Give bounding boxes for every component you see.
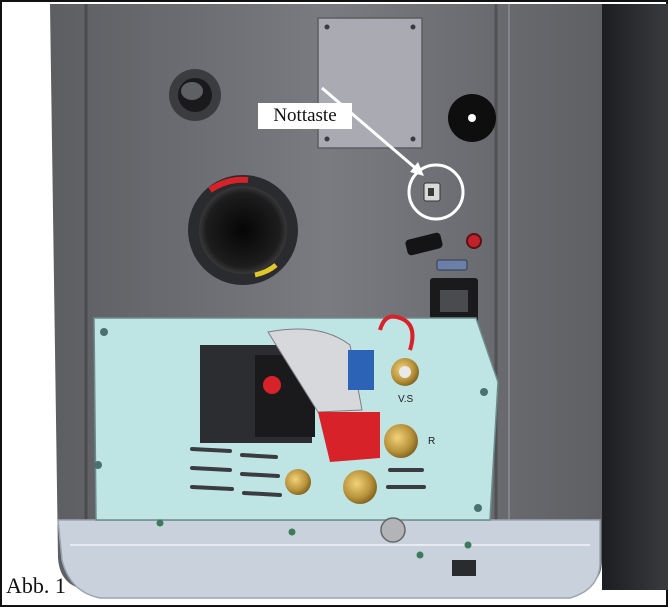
plate-screw (480, 388, 488, 396)
arrow-head (410, 162, 424, 176)
screw (324, 136, 330, 142)
pump-knob (263, 376, 281, 394)
fitting-lower-left (285, 469, 311, 495)
base-screw (156, 519, 164, 527)
flue-yellow-mark (254, 263, 278, 278)
marking-r: R (428, 436, 435, 447)
screw (324, 24, 330, 30)
base-screw (464, 541, 472, 549)
marking-vs: V.S (398, 394, 414, 405)
callout-label: Nottaste (258, 103, 352, 129)
base-plate (57, 519, 601, 599)
power-socket-inner (440, 290, 468, 312)
screw (410, 136, 416, 142)
plate-screw (100, 328, 108, 336)
circle-highlight-icon (407, 163, 465, 221)
drain-fitting (380, 517, 406, 543)
figure-caption: Abb. 1 (6, 573, 66, 598)
cover-plate (317, 17, 423, 149)
flue-opening (199, 186, 287, 274)
push-button-core (428, 188, 434, 196)
housing-side (602, 4, 668, 590)
arrow-icon (321, 86, 421, 174)
pump-blue-part (348, 350, 374, 390)
toggle-switch (405, 232, 443, 256)
serial-connector (436, 259, 468, 271)
base-screw (288, 528, 296, 536)
plate-screw (94, 461, 102, 469)
plate-screw (474, 504, 482, 512)
cable-red (378, 314, 415, 351)
base-screw (416, 551, 424, 559)
screw (410, 24, 416, 30)
fitting-vs-center (399, 366, 411, 378)
fitting-r (384, 424, 418, 458)
base-bracket (452, 560, 476, 576)
fitting-lower-right (343, 470, 377, 504)
grommet-center (468, 114, 476, 122)
port-inner (181, 82, 203, 100)
indicator-lamp (466, 233, 482, 249)
flue-red-mark (208, 176, 249, 193)
pump-red-block (318, 412, 380, 462)
vent-slots (190, 447, 426, 497)
